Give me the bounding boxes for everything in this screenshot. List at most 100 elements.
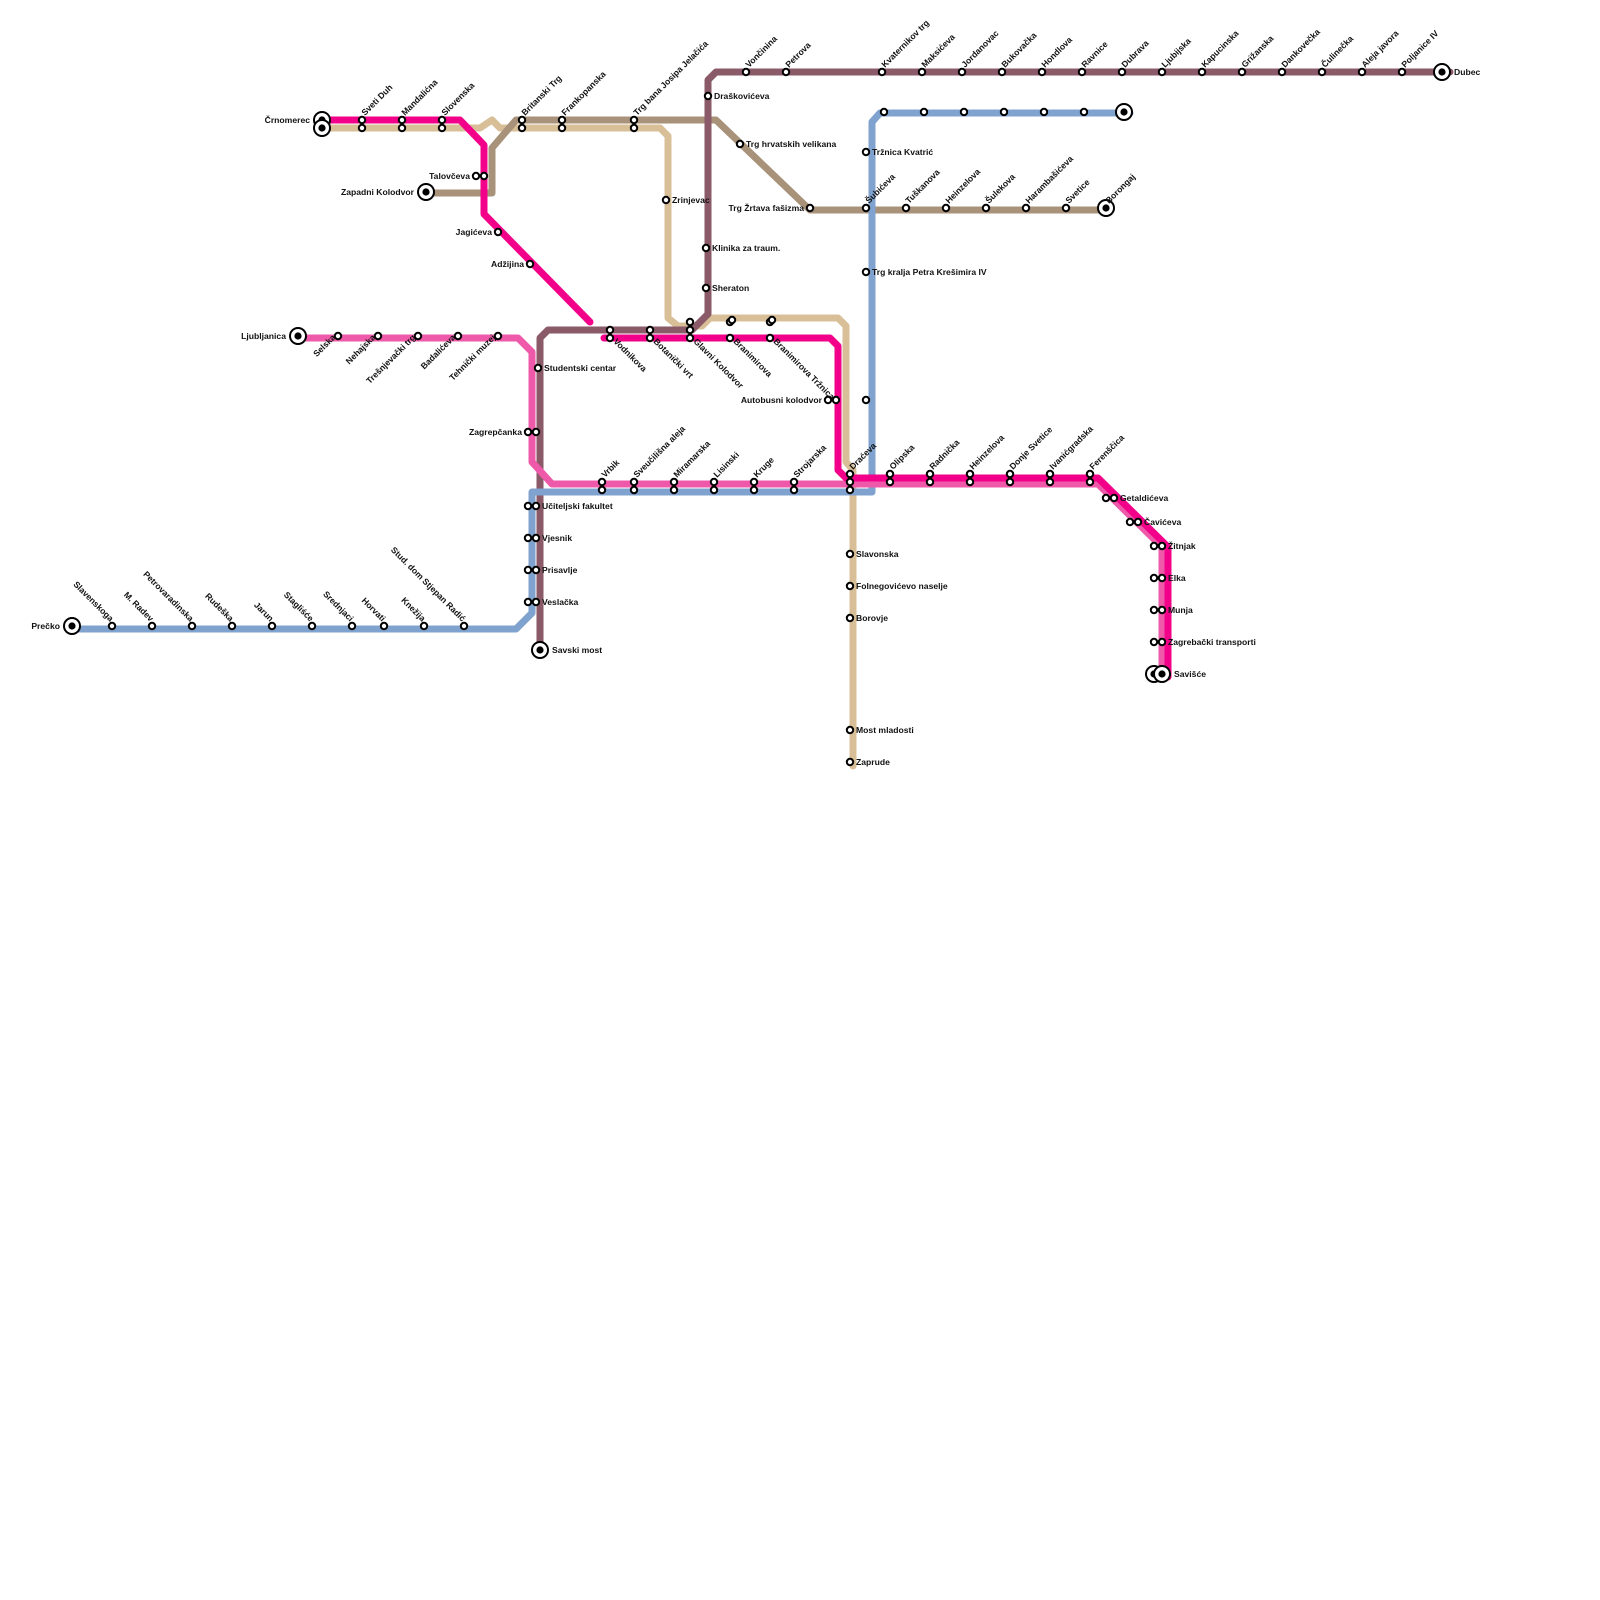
station-svetice-marker[interactable]: [1061, 203, 1071, 213]
unnamed-terminus-1[interactable]: [1115, 103, 1133, 121]
station-strojarska-marker[interactable]: [789, 477, 799, 487]
station-tehnicki-marker[interactable]: [493, 331, 503, 341]
station-zagrepcanka-marker[interactable]: [531, 427, 541, 437]
station-branimirova-trznica-marker[interactable]: [765, 333, 775, 343]
station-ivanicgradska-marker[interactable]: [1045, 477, 1055, 487]
station-kapucinska-marker[interactable]: [1197, 67, 1207, 77]
station-badaliceva-marker[interactable]: [453, 331, 463, 341]
station-zrinjevac-marker[interactable]: [661, 195, 671, 205]
station-culinecka-marker[interactable]: [1317, 67, 1327, 77]
station-getaldiceva-marker[interactable]: [1101, 493, 1111, 503]
station-zaprude-marker[interactable]: [845, 757, 855, 767]
station-botanicki-marker[interactable]: [645, 325, 655, 335]
station-borongaj-marker[interactable]: [1097, 199, 1115, 217]
station-zagrebacki-marker[interactable]: [1149, 637, 1159, 647]
station-slovenska-marker[interactable]: [437, 123, 447, 133]
station-trg-bana-marker[interactable]: [629, 123, 639, 133]
station-draskoviceva-marker[interactable]: [703, 91, 713, 101]
station-uciteljski-marker[interactable]: [523, 501, 533, 511]
station-harambasiceva-marker[interactable]: [1021, 203, 1031, 213]
station-ulipska-marker[interactable]: [885, 469, 895, 479]
station-ljubljanica-marker[interactable]: [289, 327, 307, 345]
station-elka-marker[interactable]: [1157, 573, 1167, 583]
station-petrova-marker[interactable]: [781, 67, 791, 77]
station-munja-marker[interactable]: [1149, 605, 1159, 615]
station-sheraton-marker[interactable]: [701, 283, 711, 293]
station-autobusni-marker[interactable]: [831, 395, 841, 405]
station-adzijina-marker[interactable]: [525, 259, 535, 269]
station-munja-marker[interactable]: [1157, 605, 1167, 615]
station-heinzelova2-marker[interactable]: [965, 477, 975, 487]
station-kruge-marker[interactable]: [749, 477, 759, 487]
station-crnomerec-marker[interactable]: [313, 119, 331, 137]
station-lisinski-marker[interactable]: [709, 477, 719, 487]
station-lisinski-marker[interactable]: [709, 485, 719, 495]
station-draceva-marker[interactable]: [845, 485, 855, 495]
station-getaldiceva-marker[interactable]: [1109, 493, 1119, 503]
station-stud-dom-marker[interactable]: [459, 621, 469, 631]
station-prisavlje-marker[interactable]: [523, 565, 533, 575]
station-grizanska-marker[interactable]: [1237, 67, 1247, 77]
unnamed-stop-4[interactable]: [999, 107, 1009, 117]
station-zapadni-marker[interactable]: [417, 183, 435, 201]
station-most-mladosti-marker[interactable]: [845, 725, 855, 735]
station-dankovecka-marker[interactable]: [1277, 67, 1287, 77]
station-klinika-marker[interactable]: [701, 243, 711, 253]
station-savisce-marker[interactable]: [1153, 665, 1171, 683]
station-ivanicgradska-marker[interactable]: [1045, 469, 1055, 479]
station-dubrava-marker[interactable]: [1117, 67, 1127, 77]
unnamed-stop-3[interactable]: [959, 107, 969, 117]
station-sveti-duh-marker[interactable]: [357, 123, 367, 133]
station-kruge-marker[interactable]: [749, 485, 759, 495]
station-aleja-javora-marker[interactable]: [1357, 67, 1367, 77]
station-ulipska-marker[interactable]: [885, 477, 895, 487]
station-vrbik-marker[interactable]: [597, 485, 607, 495]
station-srednjaci-marker[interactable]: [347, 621, 357, 631]
station-radnicka-marker[interactable]: [925, 477, 935, 487]
unnamed-stop-6[interactable]: [1079, 107, 1089, 117]
station-miramarska-marker[interactable]: [669, 477, 679, 487]
station-zagrepcanka-marker[interactable]: [523, 427, 533, 437]
station-sulekova-marker[interactable]: [981, 203, 991, 213]
station-precko-marker[interactable]: [63, 617, 81, 635]
unnamed-stop-2[interactable]: [919, 107, 929, 117]
station-ferenscica-marker[interactable]: [1085, 469, 1095, 479]
unnamed-stop-8[interactable]: [727, 315, 737, 325]
station-sveti-duh-marker[interactable]: [357, 115, 367, 125]
station-studentski-marker[interactable]: [533, 363, 543, 373]
station-uciteljski-marker[interactable]: [531, 501, 541, 511]
station-savski-most-marker[interactable]: [531, 641, 549, 659]
station-autobusni-marker[interactable]: [823, 395, 833, 405]
station-folnegovicevo-marker[interactable]: [845, 581, 855, 591]
station-talovceva-marker[interactable]: [471, 171, 481, 181]
station-prisavlje-marker[interactable]: [531, 565, 541, 575]
station-jagiceva-marker[interactable]: [493, 227, 503, 237]
station-donje-svetice-marker[interactable]: [1005, 477, 1015, 487]
station-tuskanova-marker[interactable]: [901, 203, 911, 213]
station-strojarska-marker[interactable]: [789, 485, 799, 495]
station-zagrebacki-marker[interactable]: [1157, 637, 1167, 647]
station-draceva-marker[interactable]: [845, 469, 855, 479]
station-kvaternikov-trg-marker[interactable]: [877, 67, 887, 77]
station-sveucilisna-marker[interactable]: [629, 485, 639, 495]
unnamed-stop-7[interactable]: [767, 315, 777, 325]
station-vjesnik-marker[interactable]: [531, 533, 541, 543]
unnamed-stop-5[interactable]: [1039, 107, 1049, 117]
station-maksimir-marker[interactable]: [917, 67, 927, 77]
station-slavonska-marker[interactable]: [845, 549, 855, 559]
station-trg-zrtava-marker[interactable]: [805, 203, 815, 213]
station-bukovacka-marker[interactable]: [997, 67, 1007, 77]
station-branimirova-marker[interactable]: [725, 333, 735, 343]
station-talovceva-marker[interactable]: [479, 171, 489, 181]
station-horvati-marker[interactable]: [379, 621, 389, 631]
station-frankopanska-marker[interactable]: [557, 115, 567, 125]
station-voncinina-marker[interactable]: [741, 67, 751, 77]
station-stagliscc-marker[interactable]: [307, 621, 317, 631]
station-tresnjevacki-marker[interactable]: [413, 331, 423, 341]
station-rudeska-marker[interactable]: [227, 621, 237, 631]
station-botanicki-marker[interactable]: [645, 333, 655, 343]
station-vjesnik-marker[interactable]: [523, 533, 533, 543]
station-caviceva-marker[interactable]: [1133, 517, 1143, 527]
station-selska-marker[interactable]: [333, 331, 343, 341]
station-jordanovac-marker[interactable]: [957, 67, 967, 77]
